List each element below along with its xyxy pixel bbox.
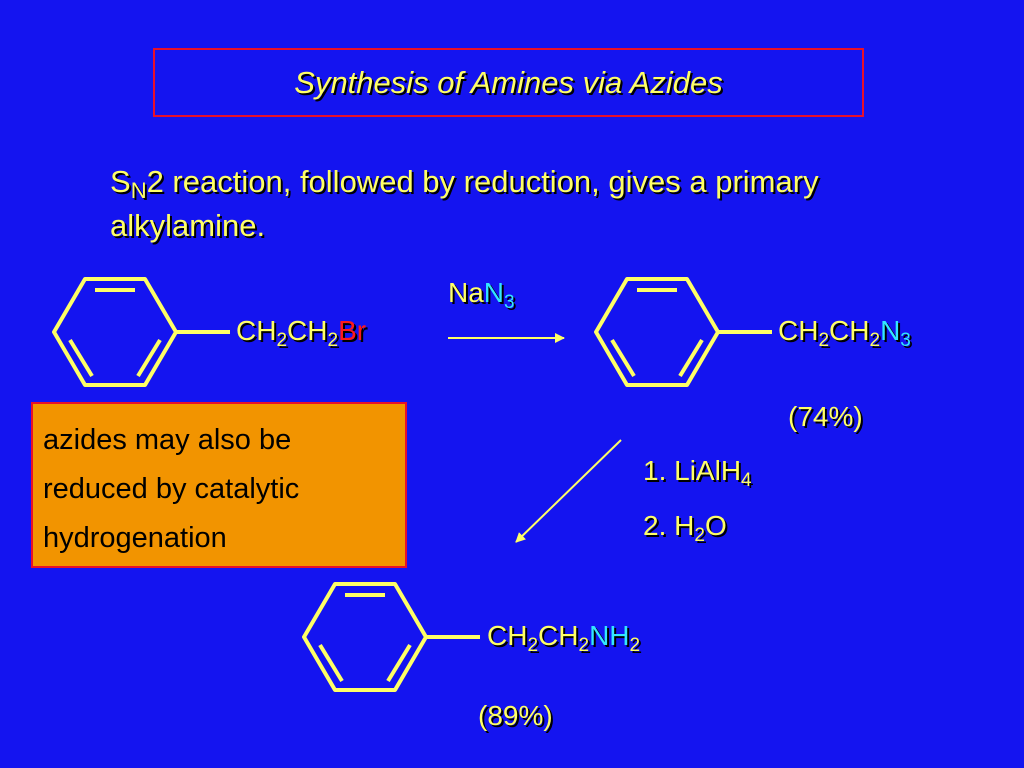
azide-group-sub: 3 (900, 330, 911, 351)
amine-group-sub: 2 (629, 635, 641, 656)
reactant-ch-1: CH (236, 315, 277, 346)
reactant-benzene-ring (52, 277, 230, 387)
intro-text: SN2 reaction, followed by reduction, giv… (110, 160, 930, 248)
step-1-sub: 4 (741, 470, 752, 491)
amine-ch-1: CH (487, 620, 528, 651)
reactant-ch-2: CH (287, 315, 328, 346)
intro-subscript: N (130, 178, 147, 203)
reagent-na: Na (448, 277, 484, 308)
azide-formula: CH2CH2N3 (778, 315, 911, 350)
step-2-post: O (704, 510, 727, 541)
amine-yield: (89%) (478, 700, 553, 731)
reduction-step-2: 2. H2O (643, 510, 727, 545)
hydrogenation-note: azides may also be reduced by catalytic … (31, 402, 407, 568)
amine-ch-2: CH (538, 620, 579, 651)
amine-group: NH (589, 620, 630, 651)
reactant-sub-2: 2 (327, 330, 339, 351)
bromine-atom: Br (338, 315, 367, 346)
azide-ch-1: CH (778, 315, 819, 346)
amine-formula: CH2CH2NH2 (487, 620, 640, 655)
azide-sub-2: 2 (869, 330, 881, 351)
slide-title: Synthesis of Amines via Azides (294, 64, 723, 100)
title-frame: Synthesis of Amines via Azides (153, 48, 864, 117)
reduction-step-1: 1. LiAlH4 (643, 455, 752, 490)
azide-ch-2: CH (829, 315, 870, 346)
step-2-pre: 2. H (643, 510, 695, 541)
amine-sub-2: 2 (578, 635, 590, 656)
amine-benzene-ring (302, 582, 480, 692)
azide-benzene-ring (594, 277, 772, 387)
reactant-formula: CH2CH2Br (236, 315, 367, 350)
reagent-sodium-azide: NaN3 (448, 277, 515, 312)
reaction-arrow-2 (515, 439, 622, 543)
azide-yield: (74%) (788, 401, 863, 432)
reactant-sub-1: 2 (276, 330, 288, 351)
amine-sub-1: 2 (527, 635, 539, 656)
intro-prefix: S (110, 164, 131, 199)
azide-group: N (880, 315, 901, 346)
step-2-sub: 2 (694, 525, 705, 546)
reagent-n: N (483, 277, 505, 308)
step-1-text: 1. LiAlH (643, 455, 742, 486)
reagent-n-sub: 3 (504, 292, 515, 313)
intro-rest: 2 reaction, followed by reduction, gives… (110, 164, 819, 243)
azide-sub-1: 2 (818, 330, 830, 351)
